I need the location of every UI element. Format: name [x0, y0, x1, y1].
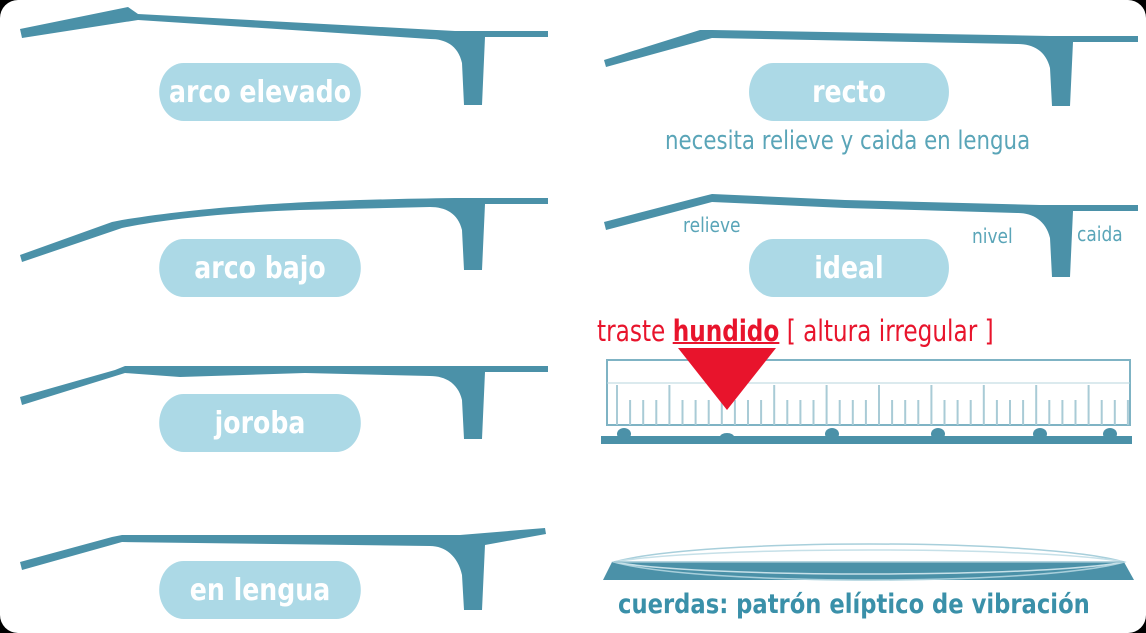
strings-caption: cuerdas: patrón elíptico de vibración	[618, 589, 1090, 620]
pill-ideal: ideal	[749, 239, 949, 297]
pill-arco-bajo: arco bajo	[159, 239, 361, 297]
pill-recto: recto	[749, 63, 949, 121]
sunken-fret-marker-icon	[678, 348, 776, 410]
neck-profile-arco-bajo	[20, 198, 548, 270]
fret-title-emphasis: hundido	[672, 314, 780, 348]
pill-arco-elevado: arco elevado	[159, 63, 361, 121]
fret-bump	[617, 428, 631, 440]
neck-profile-joroba	[20, 366, 548, 439]
strings-vibration	[603, 543, 1134, 581]
fret-title-suffix: [ altura irregular ]	[786, 314, 994, 348]
ideal-nivel-label: nivel	[972, 224, 1013, 248]
neck-profile-recto	[604, 30, 1138, 106]
fret-bump	[720, 433, 734, 441]
neck-profile-en-lengua	[20, 528, 546, 610]
neck-profile-arco-elevado	[20, 7, 548, 105]
fret-title: traste hundido [ altura irregular ]	[597, 314, 994, 348]
fret-bump	[1033, 428, 1047, 440]
fret-title-prefix: traste	[597, 314, 666, 348]
fret-bump	[825, 428, 839, 440]
ideal-caida-label: caida	[1077, 222, 1123, 246]
fret-ruler	[601, 348, 1132, 444]
pill-en-lengua: en lengua	[159, 561, 361, 619]
fret-bump	[1103, 428, 1117, 440]
recto-note: necesita relieve y caida en lengua	[665, 126, 1031, 156]
ideal-relieve-label: relieve	[683, 213, 741, 237]
pill-joroba: joroba	[159, 394, 361, 452]
fret-bump	[931, 428, 945, 440]
